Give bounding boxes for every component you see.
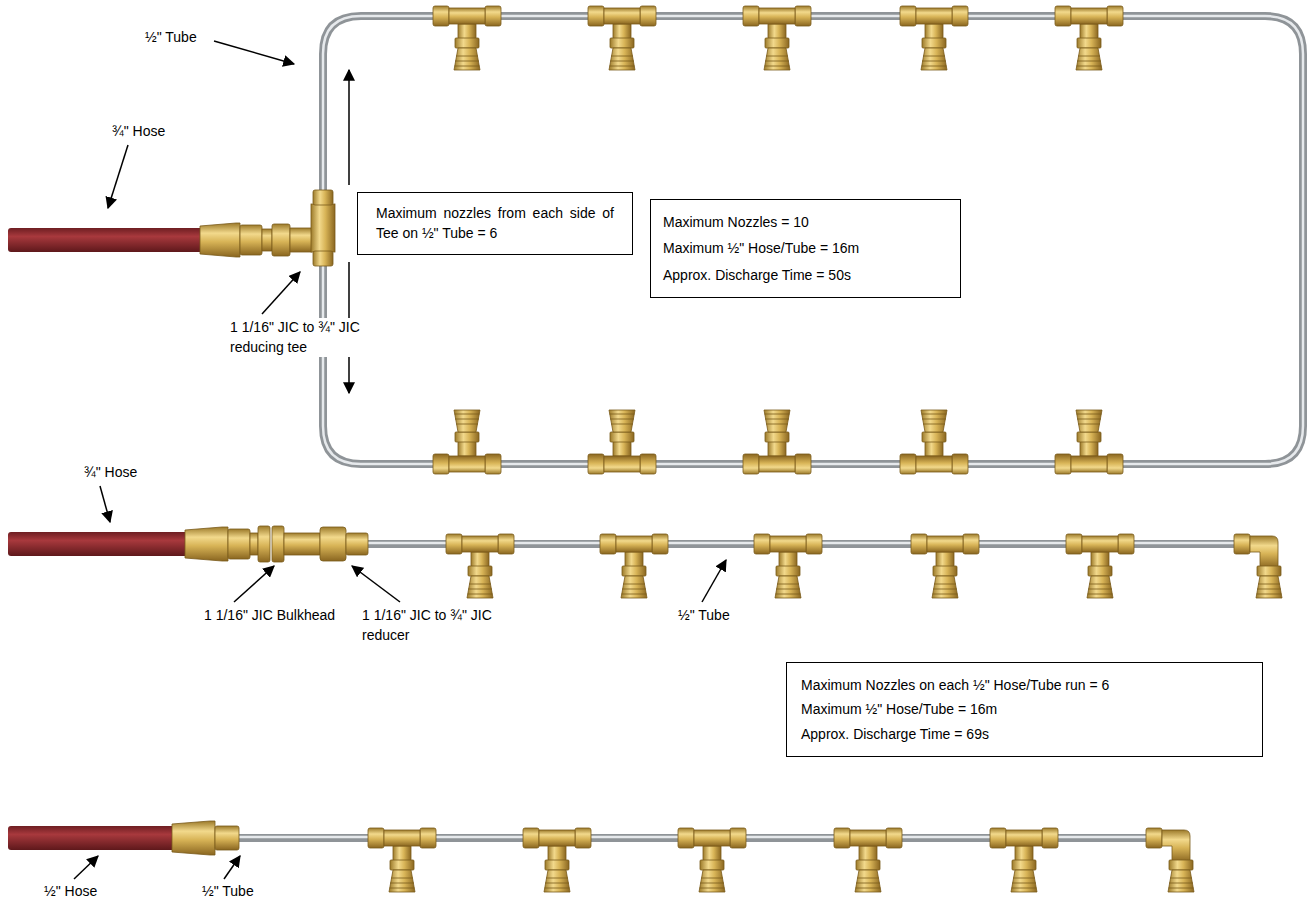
hose-assembly: [8, 190, 335, 266]
hose-assembly: [320, 527, 346, 561]
hose-assembly: [185, 527, 228, 561]
nozzle-row: [588, 410, 656, 474]
note-text: Approx. Discharge Time = 69s: [801, 724, 1248, 744]
note-text: Maximum Nozzles on each ½" Hose/Tube run…: [801, 675, 1248, 695]
hose-assembly: [8, 826, 176, 850]
nozzle-row: [743, 410, 811, 474]
hose-assembly: [262, 229, 272, 251]
leader-line: [74, 856, 98, 879]
tube-run: [754, 534, 822, 598]
part-label: ½" Hose: [42, 882, 99, 902]
tube-run: [365, 534, 1282, 598]
part-label: ½" Tube: [143, 28, 199, 48]
tube-run: [1234, 534, 1282, 598]
hose-assembly: [346, 533, 368, 555]
hose-assembly: [172, 821, 215, 855]
hose-assembly: [272, 526, 284, 562]
hose-assembly: [313, 251, 333, 266]
note-box: Maximum Nozzles = 10 Maximum ½" Hose/Tube…: [650, 199, 961, 298]
part-label: 1 1/16" JIC to ¾" JIC reducing tee: [228, 318, 397, 357]
hose-assembly: [215, 826, 239, 850]
leader-line: [100, 486, 110, 522]
hose-assembly: [200, 223, 240, 257]
leader-line: [352, 566, 400, 602]
direction-arrow: [348, 70, 350, 185]
part-label: ¾" Hose: [110, 122, 167, 142]
tube-run: [446, 534, 514, 598]
nozzle-row: [900, 410, 968, 474]
part-label: ½" Tube: [676, 606, 732, 626]
tube-run: [1146, 828, 1194, 892]
tube-run: [523, 828, 591, 892]
tube-run: [834, 828, 902, 892]
hose-assembly: [258, 526, 270, 562]
hose-assembly: [240, 225, 262, 255]
hose-assembly: [272, 224, 290, 256]
note-box: Maximum Nozzles on each ½" Hose/Tube run…: [786, 662, 1263, 757]
tube-loop: [323, 16, 1303, 464]
part-label: 1 1/16" JIC Bulkhead: [202, 606, 337, 626]
leader-line: [108, 145, 128, 208]
part-label: ¾" Hose: [82, 463, 139, 483]
note-text: Maximum ½" Hose/Tube = 16m: [801, 699, 1248, 719]
hose-assembly: [8, 532, 190, 556]
leader-line: [234, 566, 274, 602]
note-text: Maximum nozzles from each side of Tee on…: [376, 203, 614, 244]
nozzle-row: [433, 6, 501, 70]
nozzle-row: [588, 6, 656, 70]
leader-line: [214, 41, 294, 64]
tube-loop: [323, 16, 1303, 464]
note-text: Maximum Nozzles = 10: [663, 212, 948, 232]
nozzle-row: [900, 6, 968, 70]
nozzle-row: [743, 6, 811, 70]
tube-run: [600, 534, 668, 598]
tube-loop: [323, 16, 1303, 464]
hose-assembly: [313, 190, 333, 205]
hose-assembly: [311, 204, 335, 252]
nozzle-row: [1055, 410, 1123, 474]
note-text: Approx. Discharge Time = 50s: [663, 265, 948, 285]
leader-line: [262, 272, 300, 314]
hose-assembly: [8, 526, 368, 562]
hose-assembly: [8, 228, 204, 252]
hose-assembly: [250, 533, 258, 555]
hose-assembly: [284, 533, 320, 555]
tube-run: [678, 828, 746, 892]
nozzle-row: [1055, 6, 1123, 70]
note-text: Maximum ½" Hose/Tube = 16m: [663, 238, 948, 258]
leader-line: [224, 856, 240, 879]
hose-assembly: [290, 228, 312, 252]
tube-run: [1066, 534, 1134, 598]
nozzle-row: [433, 410, 501, 474]
note-box: Maximum nozzles from each side of Tee on…: [357, 192, 633, 255]
tube-run: [368, 828, 436, 892]
hose-assembly: [8, 821, 239, 855]
tube-run: [911, 534, 979, 598]
part-label: ½" Tube: [200, 882, 256, 902]
tube-run: [238, 828, 1194, 892]
tube-run: [990, 828, 1058, 892]
leader-line: [702, 560, 726, 602]
leader-line: [74, 41, 726, 879]
hose-assembly: [228, 529, 250, 559]
part-label: 1 1/16" JIC to ¾" JIC reducer: [360, 606, 532, 645]
